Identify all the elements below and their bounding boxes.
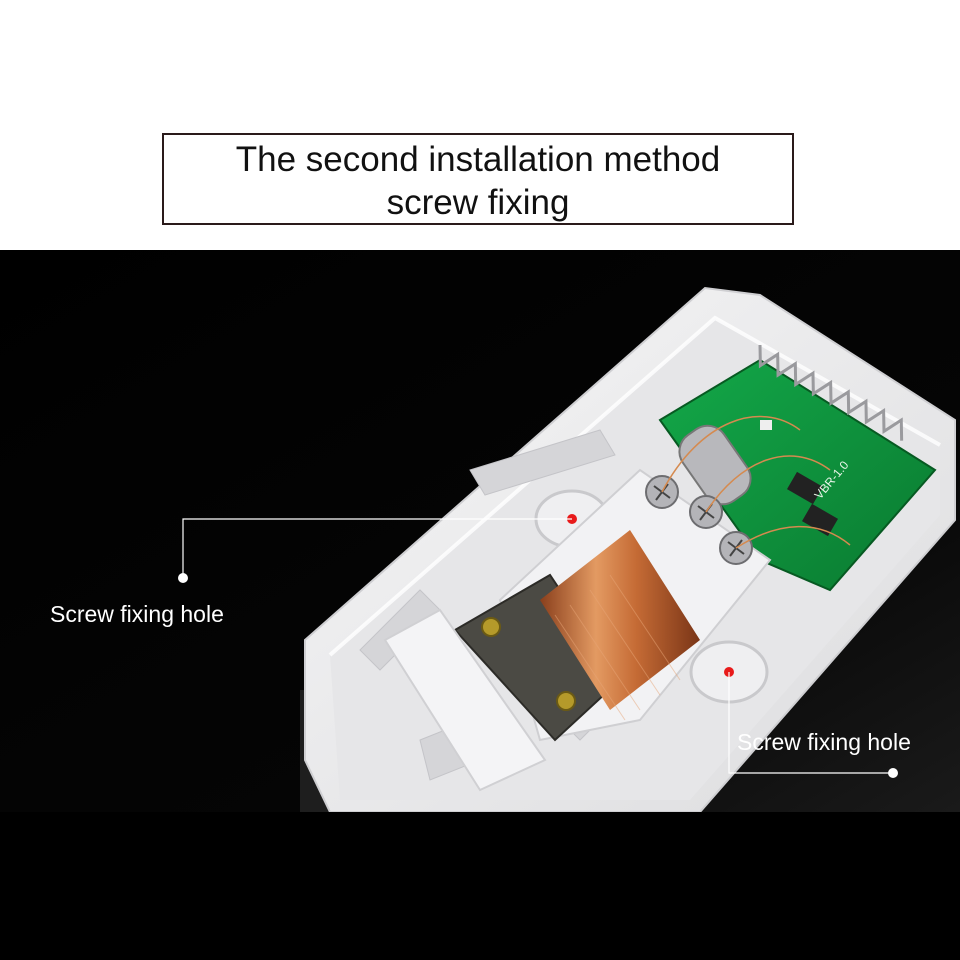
- coil-wires: [661, 415, 851, 549]
- callout-line-right: [728, 672, 893, 774]
- callout-dot-left: [178, 573, 188, 583]
- product-photo: VBR-1.0: [0, 250, 960, 812]
- callout-line-left: [182, 518, 572, 578]
- smd-component: [787, 471, 823, 505]
- bottom-area: [0, 812, 960, 960]
- title-box: The second installation method screw fix…: [162, 133, 794, 225]
- title-line-1: The second installation method: [235, 140, 721, 179]
- crystal-oscillator: [678, 424, 752, 506]
- housing-end-block: [383, 608, 547, 792]
- callout-dot-right: [888, 768, 898, 778]
- rivet: [556, 691, 576, 711]
- callout-label-left: Screw fixing hole: [50, 601, 224, 627]
- title-area: The second installation method screw fix…: [0, 0, 960, 250]
- rivet: [481, 617, 501, 637]
- callout-lines: [182, 518, 893, 774]
- title-line-2: screw fixing: [386, 183, 570, 222]
- smd-component: [802, 503, 838, 537]
- callout-label-right: Screw fixing hole: [737, 729, 911, 755]
- smd-component: [760, 420, 772, 430]
- battery-spring: [758, 344, 904, 441]
- copper-coil: [540, 530, 700, 710]
- relay-assembly: [453, 415, 851, 742]
